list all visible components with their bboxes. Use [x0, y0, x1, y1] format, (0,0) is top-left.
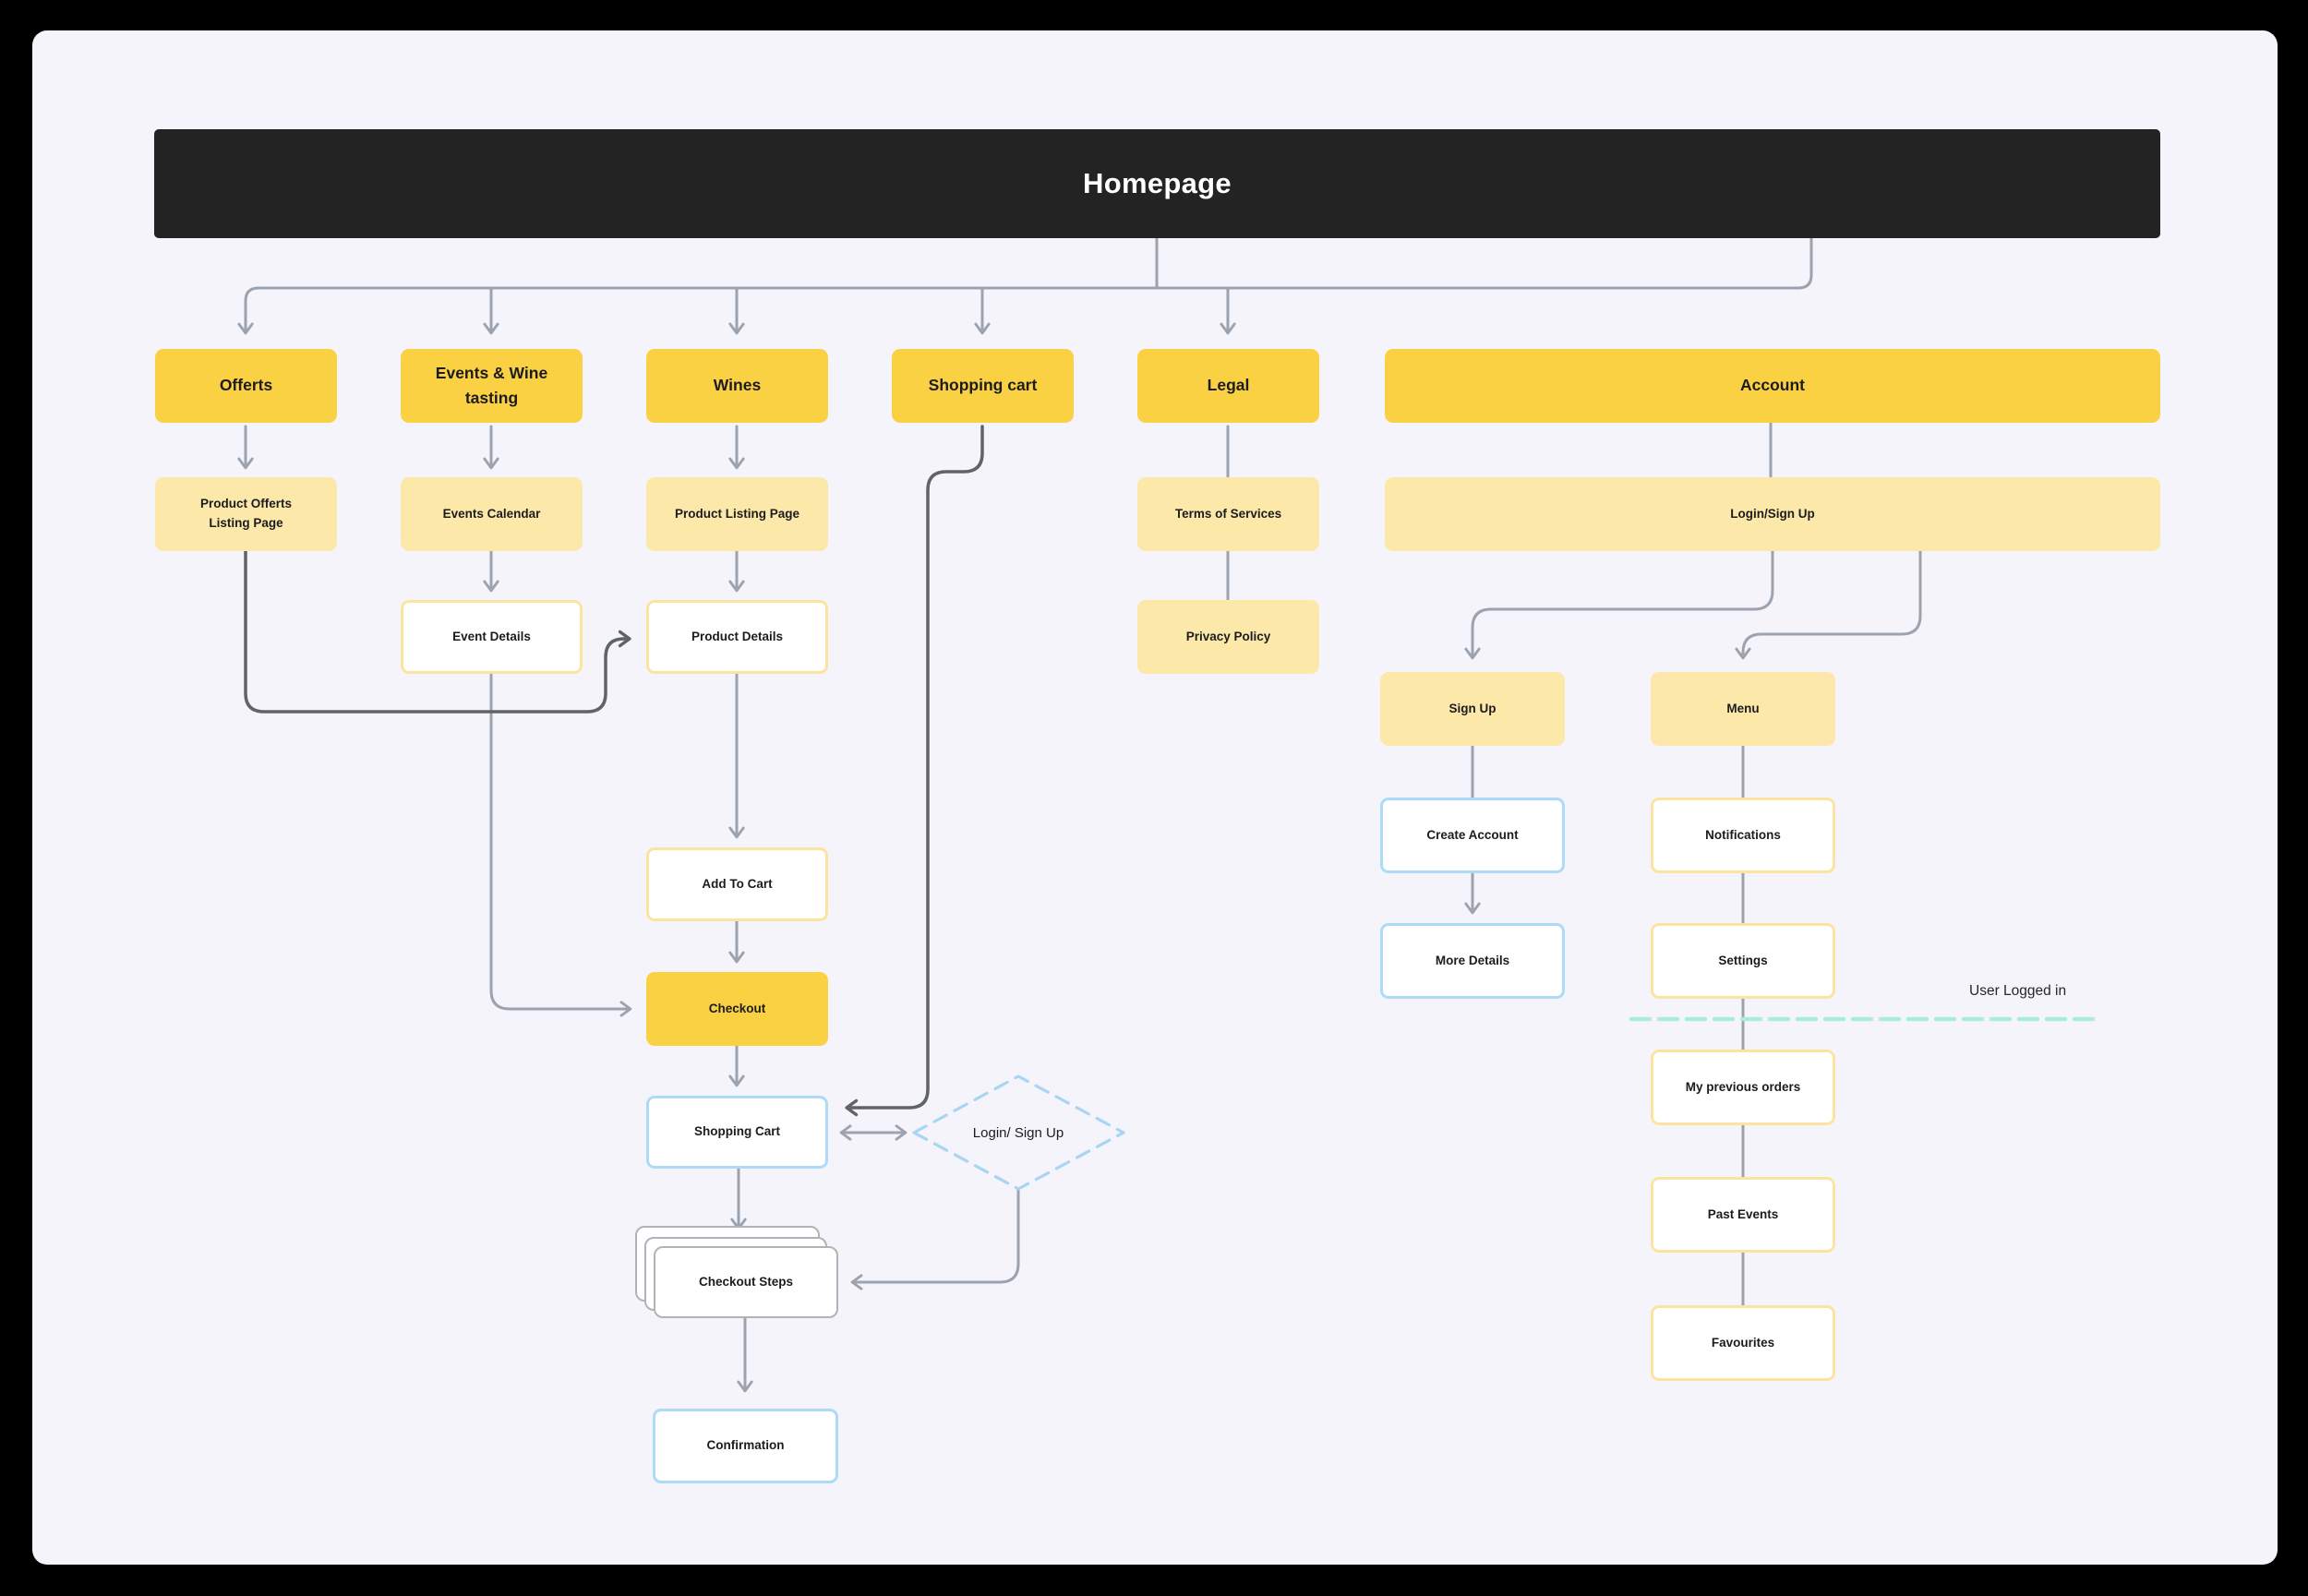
node-checkout-steps[interactable]: Checkout Steps — [654, 1246, 838, 1318]
node-confirmation[interactable]: Confirmation — [653, 1409, 838, 1483]
node-sign-up[interactable]: Sign Up — [1380, 672, 1565, 746]
node-product-offerts-listing-page[interactable]: Product Offerts Listing Page — [155, 477, 337, 551]
node-past-events[interactable]: Past Events — [1651, 1177, 1835, 1253]
node-account-label: Account — [1740, 376, 1805, 395]
node-my-previous-orders-label: My previous orders — [1685, 1079, 1801, 1094]
login-signup-decision-shape — [912, 1074, 1125, 1191]
node-notifications-label: Notifications — [1705, 827, 1781, 842]
node-menu-label: Menu — [1726, 701, 1760, 715]
node-events-calendar[interactable]: Events Calendar — [401, 477, 583, 551]
node-product-offerts-listing-label: Product Offerts Listing Page — [199, 497, 292, 530]
node-terms-label: Terms of Services — [1174, 506, 1282, 521]
connector-lines — [237, 236, 2105, 1393]
node-events-wine-label: Events & Wine tasting — [435, 363, 548, 407]
node-add-to-cart[interactable]: Add To Cart — [646, 847, 828, 921]
node-past-events-label: Past Events — [1707, 1206, 1779, 1221]
node-terms-of-services[interactable]: Terms of Services — [1137, 477, 1319, 551]
node-menu[interactable]: Menu — [1651, 672, 1835, 746]
node-sign-up-label: Sign Up — [1449, 701, 1497, 715]
node-shopping-cart-page[interactable]: Shopping Cart — [646, 1096, 828, 1169]
node-product-listing-page[interactable]: Product Listing Page — [646, 477, 828, 551]
node-favourites-label: Favourites — [1711, 1335, 1775, 1350]
node-privacy-policy[interactable]: Privacy Policy — [1137, 600, 1319, 674]
node-checkout[interactable]: Checkout — [646, 972, 828, 1046]
node-event-details[interactable]: Event Details — [401, 600, 583, 674]
node-more-details[interactable]: More Details — [1380, 923, 1565, 999]
node-login-signup-decision-label: Login/ Sign Up — [972, 1124, 1064, 1141]
node-events-wine-tasting[interactable]: Events & Wine tasting — [401, 349, 583, 423]
node-homepage[interactable]: Homepage — [154, 129, 2160, 238]
node-wines-label: Wines — [713, 376, 762, 395]
node-notifications[interactable]: Notifications — [1651, 798, 1835, 873]
canvas: Homepage Offerts Events & Wine tasting W… — [32, 30, 2278, 1565]
node-login-signup-bar[interactable]: Login/Sign Up — [1385, 477, 2160, 551]
node-settings-label: Settings — [1718, 953, 1768, 967]
node-confirmation-label: Confirmation — [706, 1438, 785, 1453]
node-legal[interactable]: Legal — [1137, 349, 1319, 423]
node-legal-label: Legal — [1207, 376, 1250, 395]
node-product-details-label: Product Details — [691, 629, 784, 643]
node-create-account-label: Create Account — [1426, 827, 1519, 842]
node-login-signup-decision[interactable]: Login/ Sign Up — [935, 1114, 1101, 1151]
node-product-details[interactable]: Product Details — [646, 600, 828, 674]
node-favourites[interactable]: Favourites — [1651, 1305, 1835, 1381]
user-logged-in-text: User Logged in — [1969, 983, 2067, 999]
node-checkout-label: Checkout — [708, 1001, 766, 1015]
node-login-signup-bar-label: Login/Sign Up — [1730, 506, 1815, 521]
node-more-details-label: More Details — [1435, 953, 1510, 967]
node-events-calendar-label: Events Calendar — [442, 506, 541, 521]
node-offerts-label: Offerts — [219, 376, 273, 395]
node-account[interactable]: Account — [1385, 349, 2160, 423]
node-settings[interactable]: Settings — [1651, 923, 1835, 999]
node-shopping-cart-page-label: Shopping Cart — [694, 1124, 780, 1139]
node-checkout-steps-label: Checkout Steps — [698, 1274, 794, 1289]
node-shopping-cart[interactable]: Shopping cart — [892, 349, 1074, 423]
node-event-details-label: Event Details — [452, 629, 531, 643]
node-my-previous-orders[interactable]: My previous orders — [1651, 1050, 1835, 1125]
node-shopping-cart-label: Shopping cart — [928, 376, 1038, 395]
node-offerts[interactable]: Offerts — [155, 349, 337, 423]
node-wines[interactable]: Wines — [646, 349, 828, 423]
node-create-account[interactable]: Create Account — [1380, 798, 1565, 873]
node-privacy-policy-label: Privacy Policy — [1185, 629, 1271, 643]
user-logged-in-label: User Logged in — [1969, 983, 2066, 1000]
node-add-to-cart-label: Add To Cart — [702, 876, 773, 891]
node-homepage-label: Homepage — [1083, 166, 1232, 199]
node-product-listing-label: Product Listing Page — [674, 506, 799, 521]
